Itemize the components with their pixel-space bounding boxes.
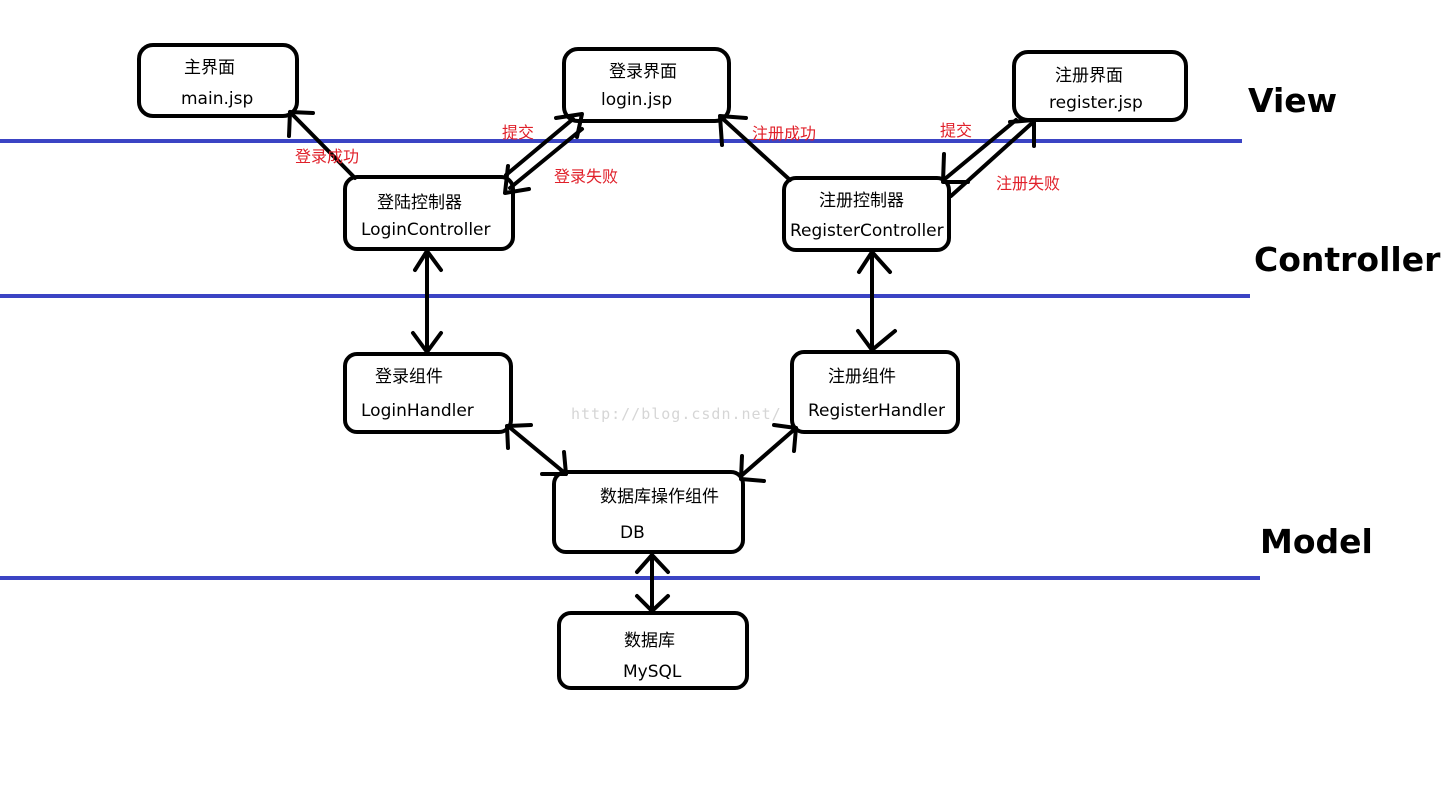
db-node-title: 数据库操作组件	[600, 487, 719, 507]
arrow-lc-to-main	[287, 110, 357, 180]
login-handler-node-subtitle: LoginHandler	[361, 401, 474, 421]
register-node-title: 注册界面	[1055, 66, 1123, 86]
arrow-rc-to-register-fail	[949, 118, 1036, 198]
login-handler-node-box	[343, 352, 513, 434]
arrow-rc-rh	[856, 250, 897, 352]
register-handler-node-subtitle: RegisterHandler	[808, 401, 945, 421]
register-controller-node-title: 注册控制器	[819, 191, 904, 211]
main-node-subtitle: main.jsp	[181, 89, 254, 109]
edge-label-login-submit: 提交	[502, 123, 535, 142]
register-handler-node-title: 注册组件	[828, 367, 896, 387]
arrow-db-mysql	[635, 553, 670, 613]
watermark-text: http://blog.csdn.net/	[571, 405, 782, 423]
db-node-box	[552, 470, 745, 554]
login-node-box	[562, 47, 731, 123]
register-node-subtitle: register.jsp	[1049, 93, 1143, 113]
edge-label-login-fail: 登录失败	[554, 167, 619, 186]
main-node-title: 主界面	[184, 58, 235, 78]
edge-label-register-submit: 提交	[940, 121, 973, 140]
login-node-subtitle: login.jsp	[601, 90, 673, 110]
db-node-subtitle: DB	[620, 523, 645, 543]
arrow-rc-to-login	[718, 114, 792, 182]
edge-label-register-success: 注册成功	[752, 124, 817, 143]
layer-label-model: Model	[1260, 522, 1373, 561]
register-controller-node-box	[782, 176, 951, 252]
mysql-node-subtitle: MySQL	[623, 662, 682, 682]
arrow-lh-db	[505, 423, 568, 476]
register-node-box	[1012, 50, 1188, 122]
layer-label-controller: Controller	[1254, 240, 1441, 279]
login-handler-node-title: 登录组件	[375, 367, 443, 387]
arrow-lc-lh	[411, 249, 443, 354]
arrow-rh-db	[739, 423, 798, 483]
login-controller-node-subtitle: LoginController	[361, 220, 491, 240]
login-node-title: 登录界面	[609, 62, 677, 82]
edge-label-login-success: 登录成功	[295, 147, 360, 166]
arrow-register-to-rc-submit	[941, 118, 1018, 184]
layer-label-view: View	[1248, 81, 1338, 120]
mysql-node-title: 数据库	[624, 631, 675, 651]
main-node-box	[137, 43, 299, 118]
arrow-login-to-lc-fail	[503, 127, 584, 195]
login-controller-node-box	[343, 175, 515, 251]
login-controller-node-title: 登陆控制器	[377, 193, 462, 213]
register-controller-node-subtitle: RegisterController	[790, 221, 944, 241]
register-handler-node-box	[790, 350, 960, 434]
edge-label-register-fail: 注册失败	[996, 174, 1061, 193]
mysql-node-box	[557, 611, 749, 690]
